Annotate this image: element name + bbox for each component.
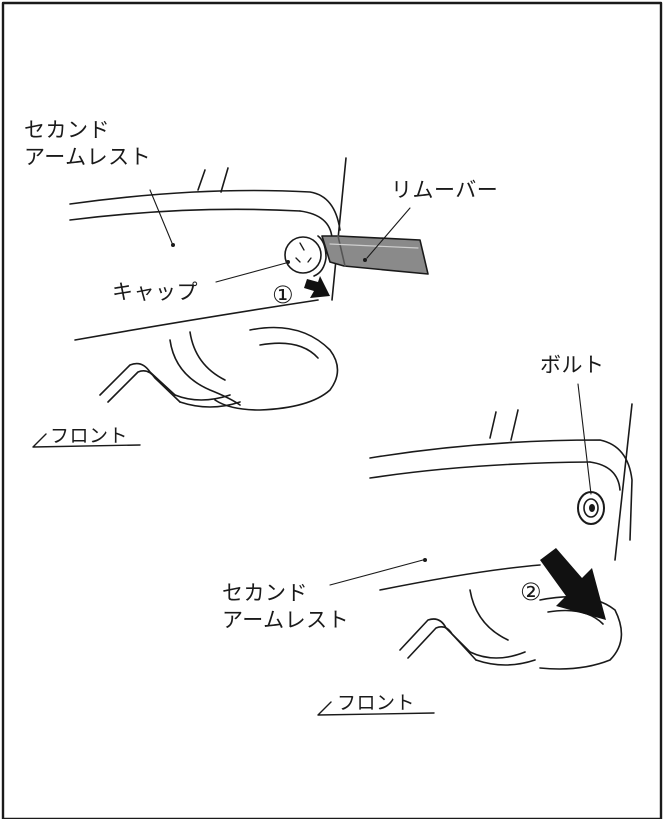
cap-shape xyxy=(284,236,322,274)
armrest-label-top-line1: セカンド xyxy=(24,118,110,142)
remover-tool xyxy=(321,235,429,275)
armrest-lower-edge-2 xyxy=(379,564,541,591)
armrest-upper-edge-2 xyxy=(369,439,633,541)
remover-label: リムーバー xyxy=(391,178,499,202)
front-label-top: フロント xyxy=(50,425,129,447)
armrest-label-top-line2: アームレスト xyxy=(24,145,152,169)
step1-arrow xyxy=(304,276,330,298)
bolt-label: ボルト xyxy=(540,353,605,377)
armrest-lower-edge xyxy=(74,299,319,341)
cap-label: キャップ xyxy=(112,280,198,304)
step2-arrow xyxy=(540,548,606,620)
bottom-armrest-illustration xyxy=(317,383,633,716)
armrest-label-bottom-line1: セカンド xyxy=(222,581,308,605)
front-indicator-bottom xyxy=(317,701,435,716)
top-armrest-illustration xyxy=(32,157,429,448)
armrest-upper-edge xyxy=(69,189,341,231)
step1-marker: ① xyxy=(272,281,294,309)
front-indicator-top xyxy=(32,433,141,448)
front-label-bottom: フロント xyxy=(337,692,416,714)
armrest-label-bottom-line2: アームレスト xyxy=(222,608,350,632)
step2-marker: ② xyxy=(520,578,542,606)
